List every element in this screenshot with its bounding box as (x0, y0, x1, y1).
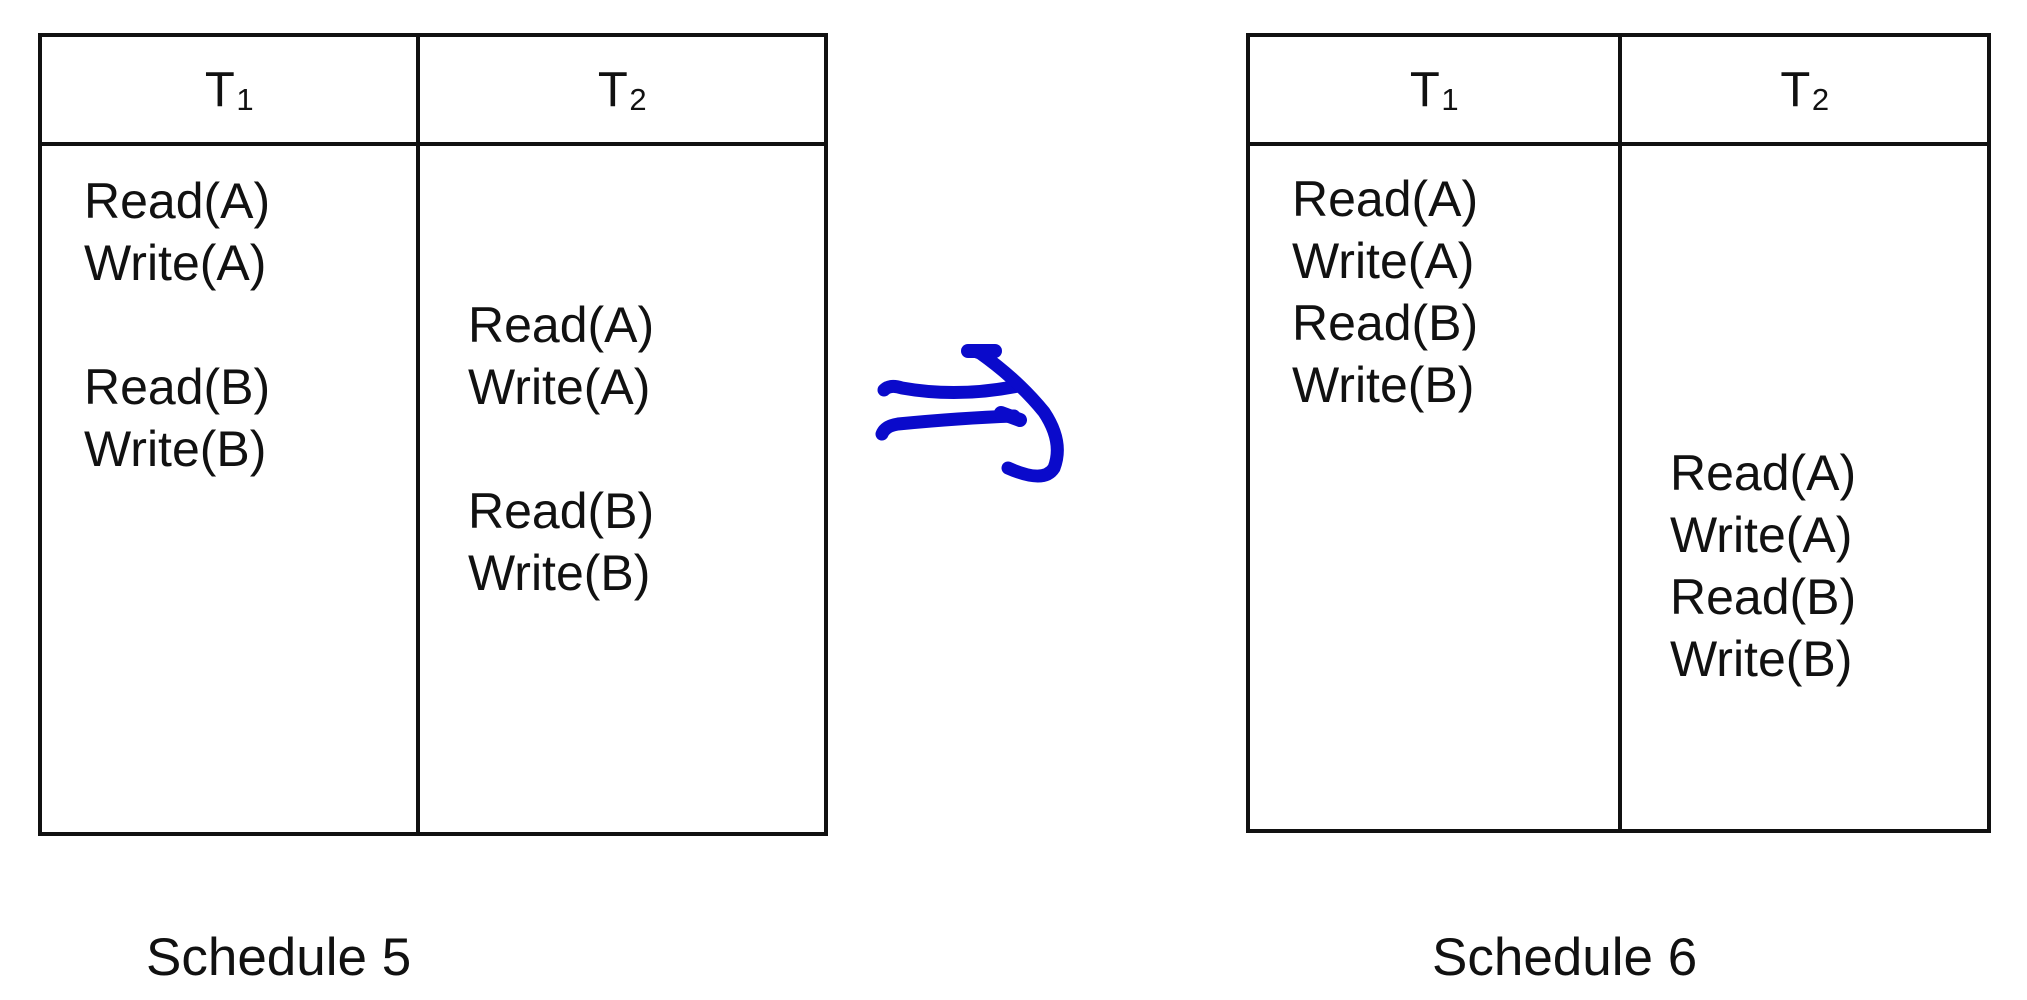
column-header-t1-subscript: 1 (236, 81, 255, 117)
operation-line: Write(A) (1292, 233, 1475, 289)
transformation-arrow (868, 320, 1118, 510)
operation-line: Read(A) (84, 173, 271, 229)
operation-line: Read(A) (468, 297, 655, 353)
schedule-6-body-row: Read(A) Write(A) Read(B) Write(B) Read(A… (1250, 146, 1987, 829)
operation-line: Write(A) (468, 359, 651, 415)
column-header-t2-label: T (1780, 62, 1811, 117)
column-header-t2-label: T (597, 62, 629, 117)
schedule-5-t2-operations: Read(A) Write(A) Read(B) Write(B) (420, 294, 824, 604)
operation-line: Read(B) (468, 483, 655, 539)
schedule-5-column-t2: Read(A) Write(A) Read(B) Write(B) (416, 146, 824, 832)
operation-group: Read(B) Write(B) (468, 480, 824, 604)
column-header-t1-label: T (204, 62, 236, 117)
double-arrow-right-icon (875, 344, 1064, 483)
schedule-6-column-t1: Read(A) Write(A) Read(B) Write(B) (1250, 146, 1618, 829)
schedule-5-caption: Schedule 5 (146, 928, 412, 987)
operation-line: Write(B) (468, 545, 651, 601)
operation-line: Read(B) (84, 359, 271, 415)
schedule-5-column-t1: Read(A) Write(A) Read(B) Write(B) (42, 146, 416, 832)
operation-line: Read(A) (1670, 445, 1857, 501)
column-header-t1-subscript: 1 (1441, 81, 1460, 117)
schedule-5-t1-operations: Read(A) Write(A) Read(B) Write(B) (42, 170, 416, 480)
operation-line: Write(A) (1670, 507, 1853, 563)
schedule-6-t1-operations: Read(A) Write(A) Read(B) Write(B) (1250, 168, 1618, 416)
column-header-t2-subscript: 2 (1811, 81, 1830, 117)
operation-group: Read(A) Write(A) (84, 170, 416, 294)
operation-line: Read(B) (1670, 569, 1857, 625)
operation-group: Read(A) Write(A) Read(B) Write(B) (1292, 168, 1618, 416)
operation-line: Write(B) (1292, 357, 1475, 413)
column-header-t1-label: T (1409, 62, 1441, 117)
schedule-6-column-t2: Read(A) Write(A) Read(B) Write(B) (1618, 146, 1987, 829)
schedule-6-caption: Schedule 6 (1432, 928, 1698, 987)
operation-group: Read(A) Write(A) (468, 294, 824, 418)
operation-line: Read(A) (1292, 171, 1479, 227)
schedule-5-body-row: Read(A) Write(A) Read(B) Write(B) Read(A… (42, 146, 824, 832)
operation-line: Write(B) (84, 421, 267, 477)
operation-line: Read(B) (1292, 295, 1479, 351)
operation-group: Read(A) Write(A) Read(B) Write(B) (1670, 442, 1987, 690)
column-header-t2-subscript: 2 (629, 81, 648, 117)
operation-line: Write(A) (84, 235, 267, 291)
operation-line: Write(B) (1670, 631, 1853, 687)
schedule-6-t2-operations: Read(A) Write(A) Read(B) Write(B) (1622, 442, 1987, 690)
operation-group: Read(B) Write(B) (84, 356, 416, 480)
